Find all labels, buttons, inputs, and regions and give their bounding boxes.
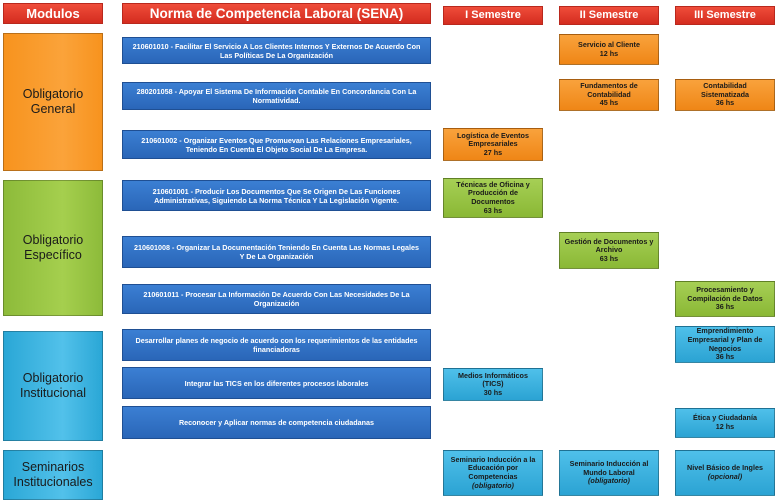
course-name: Contabilidad Sistematizada	[701, 81, 749, 99]
norm-text: Reconocer y Aplicar normas de competenci…	[178, 418, 375, 427]
course-contabilidad-sistematizada: Contabilidad Sistematizada 36 hs	[675, 79, 775, 111]
course-hours: 12 hs	[715, 422, 735, 431]
course-procesamiento-datos: Procesamiento y Compilación de Datos 36 …	[675, 281, 775, 317]
course-hours: 27 hs	[483, 147, 503, 157]
course-medios-informaticos: Medios Informáticos (TICS) 30 hs	[443, 368, 543, 401]
module-seminarios-institucionales: Seminarios Institucionales	[3, 450, 103, 500]
course-hours: 12 hs	[599, 48, 619, 58]
course-hours: 30 hs	[483, 387, 503, 397]
norm-210601001: 210601001 - Producir Los Documentos Que …	[122, 180, 431, 211]
norm-text: 210601011 - Procesar La Información De A…	[143, 290, 410, 308]
norm-text: 210601010 - Facilitar El Servicio A Los …	[132, 41, 421, 60]
module-general-label: Obligatorio General	[22, 87, 84, 116]
norm-210601010: 210601010 - Facilitar El Servicio A Los …	[122, 37, 431, 64]
course-name: Seminario Inducción a la Educación por C…	[450, 454, 536, 481]
course-hours: 36 hs	[715, 98, 735, 108]
course-name: Procesamiento y Compilación de Datos	[687, 285, 763, 303]
norm-integrar-tics: Integrar las TICS en los diferentes proc…	[122, 367, 431, 399]
course-name: Gestión de Documentos y Archivo	[564, 236, 654, 255]
module-obligatorio-institucional: Obligatorio Institucional	[3, 331, 103, 441]
course-fundamentos-contabilidad: Fundamentos de Contabilidad 45 hs	[559, 79, 659, 111]
norm-210601002: 210601002 - Organizar Eventos Que Promue…	[122, 130, 431, 159]
course-logistica-eventos: Logística de Eventos Empresariales 27 hs	[443, 128, 543, 161]
norm-280201058: 280201058 - Apoyar El Sistema De Informa…	[122, 82, 431, 110]
course-gestion-documentos: Gestión de Documentos y Archivo 63 hs	[559, 232, 659, 269]
course-hours: 45 hs	[599, 98, 619, 108]
norm-text: 210601001 - Producir Los Documentos Que …	[152, 186, 401, 205]
course-name: Seminario Inducción al Mundo Laboral	[569, 459, 649, 477]
norm-text: 210601002 - Organizar Eventos Que Promue…	[141, 135, 412, 154]
course-note: (obligatorio)	[588, 476, 630, 486]
module-obligatorio-general: Obligatorio General	[3, 33, 103, 171]
norm-text: 210601008 - Organizar La Documentación T…	[133, 243, 420, 261]
course-note: (obligatorio)	[472, 480, 514, 490]
course-seminario-competencias: Seminario Inducción a la Educación por C…	[443, 450, 543, 496]
norm-text: Desarrollar planes de negocio de acuerdo…	[135, 336, 418, 354]
course-hours: 63 hs	[599, 253, 619, 263]
norm-210601008: 210601008 - Organizar La Documentación T…	[122, 236, 431, 268]
course-emprendimiento: Emprendimiento Empresarial y Plan de Neg…	[675, 326, 775, 363]
module-especifico-label: Obligatorio Específico	[22, 233, 84, 262]
course-note: (opcional)	[707, 472, 743, 481]
course-hours: 36 hs	[715, 302, 735, 312]
course-name: Emprendimiento Empresarial y Plan de Neg…	[687, 326, 763, 353]
header-modulos-label: Modulos	[26, 6, 80, 21]
header-norma-label: Norma de Competencia Laboral (SENA)	[149, 5, 404, 21]
header-sem1: I Semestre	[443, 6, 543, 25]
course-tecnicas-oficina: Técnicas de Oficina y Producción de Docu…	[443, 178, 543, 218]
course-name: Logística de Eventos Empresariales	[457, 130, 529, 149]
norm-planes-negocio: Desarrollar planes de negocio de acuerdo…	[122, 329, 431, 361]
course-name: Nivel Básico de Ingles	[687, 463, 763, 473]
course-name: Fundamentos de Contabilidad	[580, 81, 638, 99]
module-seminarios-label: Seminarios Institucionales	[13, 460, 93, 489]
course-name: Medios Informáticos (TICS)	[458, 370, 528, 389]
header-modulos: Modulos	[3, 3, 103, 24]
course-name: Técnicas de Oficina y Producción de Docu…	[456, 179, 530, 206]
course-hours: 63 hs	[483, 205, 503, 215]
course-servicio-cliente: Servicio al Cliente 12 hs	[559, 34, 659, 65]
header-sem2-label: II Semestre	[579, 9, 639, 21]
header-sem2: II Semestre	[559, 6, 659, 25]
header-norma: Norma de Competencia Laboral (SENA)	[122, 3, 431, 24]
course-name: Ética y Ciudadanía	[693, 413, 757, 423]
course-name: Servicio al Cliente	[578, 39, 640, 49]
module-institucional-label: Obligatorio Institucional	[19, 371, 86, 400]
course-etica-ciudadania: Ética y Ciudadanía 12 hs	[675, 408, 775, 438]
norm-text: Integrar las TICS en los diferentes proc…	[184, 378, 369, 388]
norm-text: 280201058 - Apoyar El Sistema De Informa…	[136, 87, 417, 105]
norm-competencias-ciudadanas: Reconocer y Aplicar normas de competenci…	[122, 406, 431, 439]
course-hours: 36 hs	[715, 352, 735, 362]
module-obligatorio-especifico: Obligatorio Específico	[3, 180, 103, 316]
course-seminario-mundo-laboral: Seminario Inducción al Mundo Laboral (ob…	[559, 450, 659, 496]
course-ingles-basico: Nivel Básico de Ingles (opcional)	[675, 450, 775, 496]
norm-210601011: 210601011 - Procesar La Información De A…	[122, 284, 431, 314]
header-sem3: III Semestre	[675, 6, 775, 25]
header-sem1-label: I Semestre	[465, 9, 521, 21]
header-sem3-label: III Semestre	[694, 9, 756, 21]
